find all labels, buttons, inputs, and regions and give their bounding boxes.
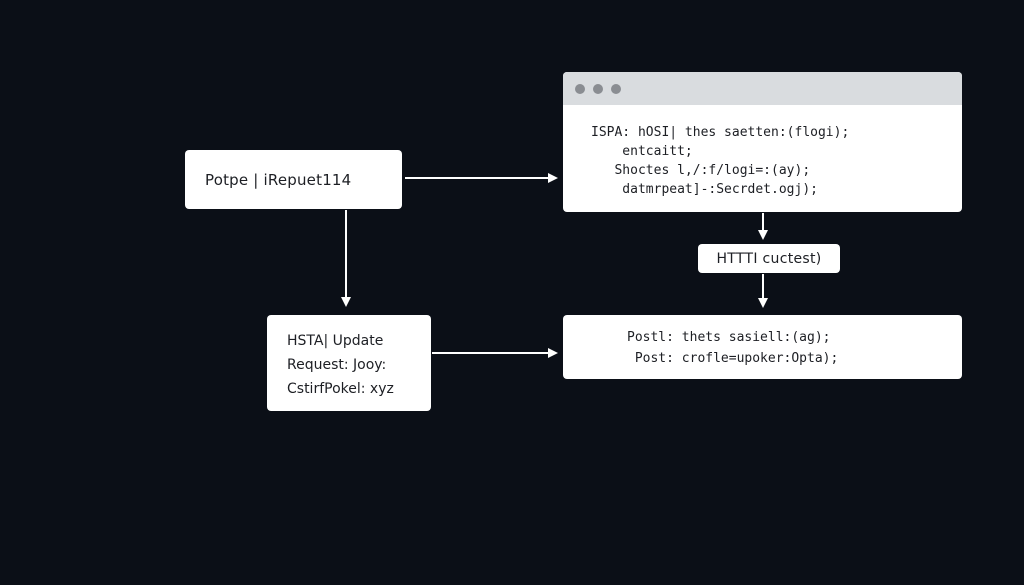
http-request-label-text: HTTTI cuctest) bbox=[716, 250, 822, 267]
response-line: Postl: thets sasiell:(ag); bbox=[627, 330, 831, 345]
code-line: ISPA: hOSI| thes saetten:(flogi); bbox=[591, 125, 850, 140]
window-titlebar bbox=[563, 72, 962, 105]
update-node-line: Request: Jooy: bbox=[287, 357, 387, 373]
code-line: entcaitt; bbox=[591, 144, 693, 159]
window-dot-icon bbox=[575, 83, 585, 94]
code-window: ISPA: hOSI| thes saetten:(flogi); entcai… bbox=[563, 72, 962, 212]
request-node: Potpe | iRepuet114 bbox=[185, 150, 402, 209]
response-node: Postl: thets sasiell:(ag); Post: crofle=… bbox=[563, 315, 962, 379]
update-request-node: HSTA| Update Request: Jooy: CstirfPokel:… bbox=[267, 315, 431, 411]
http-request-label: HTTTI cuctest) bbox=[698, 244, 840, 273]
code-line: datmrpeat]-:Secrdet.ogj); bbox=[591, 182, 818, 197]
response-line: Post: crofle=upoker:Opta); bbox=[627, 351, 839, 366]
window-dot-icon bbox=[611, 83, 621, 94]
update-node-line: CstirfPokel: xyz bbox=[287, 381, 394, 397]
code-window-body: ISPA: hOSI| thes saetten:(flogi); entcai… bbox=[563, 105, 962, 199]
code-line: Shoctes l,/:f/logi=:(ay); bbox=[591, 163, 811, 178]
window-dot-icon bbox=[593, 83, 603, 94]
update-node-line: HSTA| Update bbox=[287, 333, 384, 349]
request-node-label: Potpe | iRepuet114 bbox=[205, 170, 352, 189]
